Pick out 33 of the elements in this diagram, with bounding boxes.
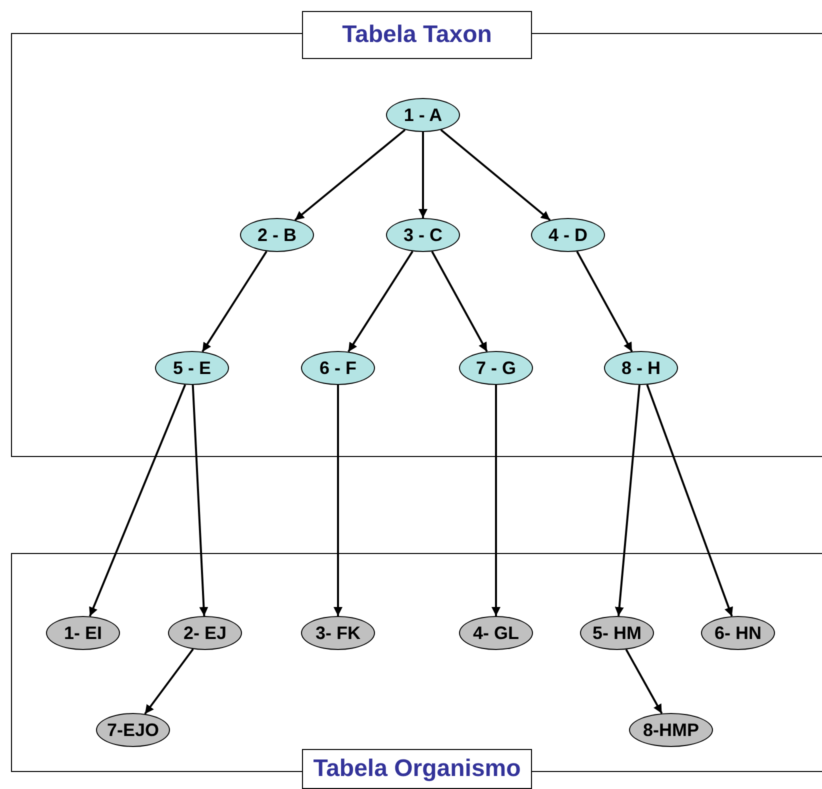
- organism-ellipse: 7-EJO: [96, 713, 170, 747]
- arrow: [144, 648, 194, 714]
- organism-ellipse: 2- EJ: [168, 616, 242, 650]
- organism-ellipse: 4- GL: [459, 616, 533, 650]
- taxon-ellipse: 5 - E: [155, 351, 229, 385]
- arrow: [294, 129, 406, 221]
- taxon-ellipse: 3 - C: [386, 218, 460, 252]
- organism-ellipse: 6- HN: [701, 616, 775, 650]
- arrow: [440, 129, 551, 221]
- arrow: [334, 385, 342, 616]
- taxon-ellipse: 2 - B: [240, 218, 314, 252]
- organism-ellipse: 3- FK: [301, 616, 375, 650]
- arrow: [202, 250, 268, 352]
- organism-ellipse: 1- EI: [46, 616, 120, 650]
- arrow: [492, 385, 500, 616]
- arrow: [348, 250, 414, 352]
- taxon-ellipse: 8 - H: [604, 351, 678, 385]
- arrow: [614, 384, 640, 616]
- panel-title: Tabela Taxon: [302, 11, 532, 59]
- panel-title: Tabela Organismo: [302, 749, 532, 789]
- organism-ellipse: 8-HMP: [629, 713, 713, 747]
- arrow: [625, 648, 663, 714]
- taxon-ellipse: 6 - F: [301, 351, 375, 385]
- arrow: [418, 132, 428, 218]
- taxon-ellipse: 4 - D: [531, 218, 605, 252]
- arrow: [431, 251, 488, 352]
- arrow: [192, 384, 208, 616]
- taxon-ellipse: 1 - A: [386, 98, 460, 132]
- taxon-ellipse: 7 - G: [459, 351, 533, 385]
- arrow: [646, 384, 733, 617]
- arrow: [576, 251, 633, 352]
- arrow: [88, 384, 186, 617]
- organism-ellipse: 5- HM: [580, 616, 654, 650]
